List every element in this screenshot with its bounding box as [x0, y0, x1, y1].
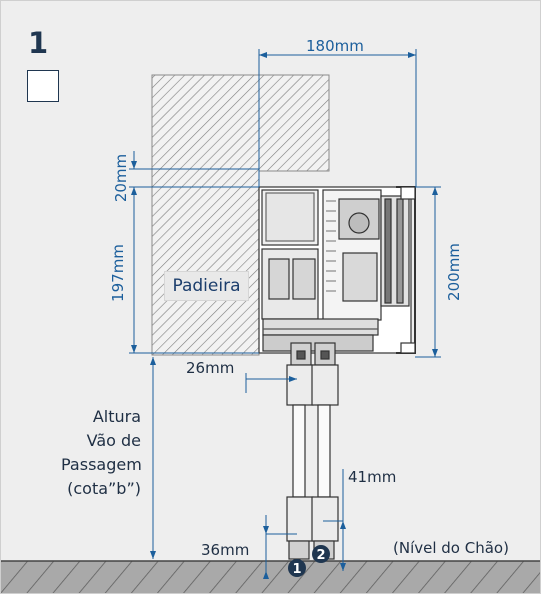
dim-36-label: 36mm	[201, 541, 250, 559]
dim-197-label: 197mm	[109, 244, 127, 302]
floor	[1, 561, 540, 593]
dim-200-label: 200mm	[445, 243, 463, 301]
dim-26-label: 26mm	[186, 359, 235, 377]
step-checkbox[interactable]	[27, 70, 59, 102]
lintel-label: Padieira	[164, 271, 249, 301]
dim-20-label: 20mm	[112, 153, 130, 203]
dim-41-label: 41mm	[348, 468, 397, 486]
altura-line-2: Vão de	[86, 431, 141, 450]
marker-1-label: 1	[292, 562, 301, 577]
door-panels	[286, 342, 339, 560]
dim-180-label: 180mm	[306, 37, 364, 55]
rail-system	[258, 186, 416, 354]
altura-line-4: (cota”b”)	[67, 479, 141, 498]
dimension-lines	[129, 49, 441, 579]
altura-label: Altura Vão de Passagem (cota”b”)	[61, 405, 142, 501]
marker-1-circle	[288, 559, 306, 577]
marker-2-label: 2	[316, 548, 325, 563]
rail-hatching	[326, 200, 336, 292]
altura-line-3: Passagem	[61, 455, 142, 474]
marker-2-circle	[312, 545, 330, 563]
altura-line-1: Altura	[92, 407, 141, 426]
floor-level-label: (Nível do Chão)	[393, 539, 509, 557]
step-number: 1	[28, 26, 49, 60]
